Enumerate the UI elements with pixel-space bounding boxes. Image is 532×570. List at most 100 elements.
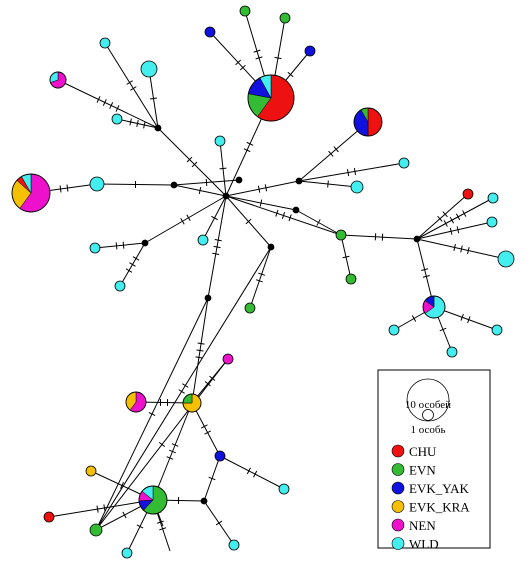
edge-m_left2-w_l3 xyxy=(94,242,146,249)
edge-evn_bot-m_down xyxy=(95,246,272,531)
node-m_down xyxy=(267,243,275,251)
mutation-tick xyxy=(333,146,339,153)
mutation-tick xyxy=(136,524,144,529)
mutation-tick xyxy=(213,245,221,249)
legend-swatch-wld xyxy=(391,537,405,550)
node-slice-median xyxy=(204,294,212,302)
mutation-tick xyxy=(136,119,139,128)
legend-size-circle-large xyxy=(406,378,450,422)
node-slice-median xyxy=(235,176,243,184)
mutation-tick xyxy=(171,443,179,447)
legend-swatch-nen xyxy=(391,518,405,532)
node-kra_bot xyxy=(85,465,97,477)
node-m_r2 xyxy=(292,206,300,214)
mutation-tick xyxy=(246,467,251,475)
mutation-tick xyxy=(449,227,453,235)
node-slice-median xyxy=(154,124,162,132)
mutation-tick xyxy=(109,102,114,109)
node-w_c2 xyxy=(197,234,209,246)
mutation-tick xyxy=(130,86,137,91)
node-slice-median xyxy=(295,177,303,185)
node-slice-wld xyxy=(446,346,458,358)
node-w_b3 xyxy=(121,547,133,559)
node-right_pie xyxy=(422,295,446,319)
mutation-tick xyxy=(422,275,430,278)
node-nen_mid xyxy=(222,353,234,365)
legend-label-evn: EVN xyxy=(409,463,436,478)
edge-m_r1-w_r1 xyxy=(298,162,405,182)
mutation-tick xyxy=(149,97,158,100)
node-w_tl1 xyxy=(99,37,111,49)
node-w_b4 xyxy=(388,324,400,336)
legend-label-chu: CHU xyxy=(409,444,437,459)
node-slice-wld xyxy=(278,483,290,495)
node-slice-wld xyxy=(491,324,503,336)
mutation-tick xyxy=(120,482,124,489)
node-evn_mid xyxy=(244,302,256,314)
edge-m_down-evn_mid xyxy=(249,246,272,309)
mutation-tick xyxy=(346,169,350,177)
mutation-tick xyxy=(159,527,167,531)
mutation-tick xyxy=(125,268,133,273)
edge-m_far_r-w_r3 xyxy=(416,197,494,240)
node-mid_pie xyxy=(182,393,202,413)
legend: 10 особей 1 особь CHUEVNEVK_YAKEVK_KRANE… xyxy=(377,369,491,552)
node-yak_top2 xyxy=(304,45,316,57)
mutation-tick xyxy=(208,476,216,481)
node-m_top xyxy=(170,181,178,189)
node-slice-median xyxy=(292,206,300,214)
node-slice-evk_yak xyxy=(204,26,216,38)
mutation-tick xyxy=(129,262,136,267)
mutation-tick xyxy=(437,215,443,222)
mutation-tick xyxy=(169,449,176,454)
node-m_bot xyxy=(200,497,208,505)
node-outline xyxy=(49,71,67,89)
mutation-tick xyxy=(115,242,118,250)
edge-evn_r-m_far_r xyxy=(340,234,418,240)
node-slice-median xyxy=(170,181,178,189)
mutation-tick xyxy=(456,226,460,234)
edge-m_left1-w_tl1 xyxy=(104,42,159,129)
node-slice-wld xyxy=(121,547,133,559)
node-slice-wld xyxy=(111,113,123,125)
mutation-tick xyxy=(148,412,156,416)
mutation-tick xyxy=(219,167,227,170)
node-slice-chu xyxy=(367,107,383,137)
node-evn_top1 xyxy=(239,5,251,17)
mutation-tick xyxy=(442,211,448,218)
edge-hub-m_left2 xyxy=(144,195,227,244)
mutation-tick xyxy=(462,210,467,217)
network-nodes xyxy=(11,5,515,559)
mutation-tick xyxy=(245,218,252,225)
mutation-tick xyxy=(255,56,263,60)
mutation-tick xyxy=(353,167,357,175)
mutation-tick xyxy=(259,199,263,207)
mutation-tick xyxy=(195,356,203,359)
node-slice-wld xyxy=(497,250,515,268)
node-slice-evk_yak xyxy=(214,450,226,462)
node-top_right_pie xyxy=(353,107,383,137)
node-outline xyxy=(353,107,383,137)
mutation-tick xyxy=(129,118,132,126)
legend-label-evk_yak: EVK_YAK xyxy=(409,481,470,496)
mutation-tick xyxy=(211,215,218,221)
mutation-tick xyxy=(103,504,106,512)
legend-label-nen: NEN xyxy=(409,518,436,533)
mutation-tick xyxy=(212,252,220,255)
mutation-tick xyxy=(264,184,268,192)
mutation-tick xyxy=(328,150,334,157)
mutation-tick xyxy=(411,315,417,322)
node-w_c1 xyxy=(446,346,458,358)
node-yak_bot xyxy=(214,450,226,462)
legend-size-small-label: 1 особь xyxy=(410,424,445,436)
node-m_far_r xyxy=(413,235,421,243)
mutation-tick xyxy=(467,316,471,324)
node-slice-wld xyxy=(99,37,111,49)
mutation-tick xyxy=(288,214,292,222)
node-evn_top2 xyxy=(279,12,291,24)
mutation-tick xyxy=(197,342,205,345)
mutation-tick xyxy=(196,349,204,352)
mutation-tick xyxy=(186,156,193,163)
node-slice-wld xyxy=(398,157,410,169)
